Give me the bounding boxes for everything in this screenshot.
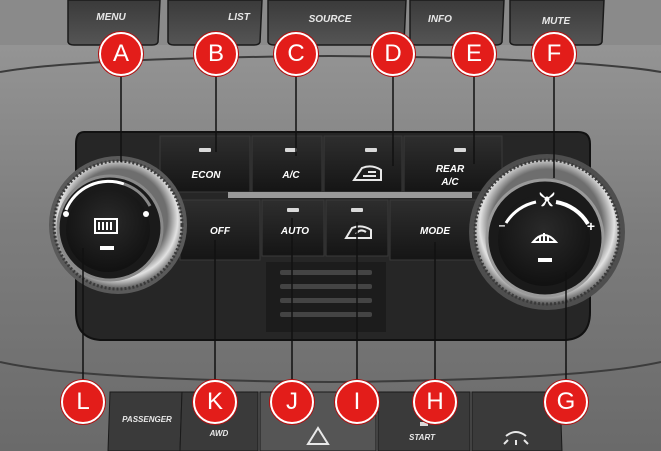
rear-ac-label-line2[interactable]: A/C	[441, 177, 459, 188]
callout-d: D	[371, 32, 415, 76]
menu-button	[67, 0, 161, 46]
fan-plus-symbol: +	[586, 218, 596, 234]
mode-button-label[interactable]: MODE	[420, 226, 450, 237]
callout-b: B	[194, 32, 238, 76]
ac-button-label[interactable]: A/C	[282, 170, 300, 181]
callout-e: E	[452, 32, 496, 76]
callout-i: I	[335, 380, 379, 424]
callout-a: A	[99, 32, 143, 76]
ac-button	[251, 135, 323, 193]
mode-button	[389, 199, 477, 261]
dome-light-icon	[503, 431, 529, 445]
rear-ac-label-line1[interactable]: REAR	[435, 164, 465, 175]
source-button-label[interactable]: SOURCE	[308, 14, 352, 25]
awd-button-label[interactable]: AWD	[209, 429, 229, 438]
callout-f: F	[532, 32, 576, 76]
front-defrost-icon	[352, 165, 382, 181]
vent-grille	[266, 262, 386, 332]
callout-leaders	[82, 74, 567, 384]
passenger-button-label[interactable]: PASSENGER	[122, 415, 172, 424]
passenger-button	[107, 391, 183, 451]
start-button-label[interactable]: START	[409, 433, 435, 442]
callout-l: L	[61, 380, 105, 424]
front-defrost-icon	[530, 233, 559, 243]
rear-defrost-icon	[94, 218, 118, 234]
auto-button-label[interactable]: AUTO	[280, 226, 310, 237]
econ-button	[159, 135, 251, 193]
callout-h: H	[413, 380, 457, 424]
callout-c: C	[274, 32, 318, 76]
fan-minus-symbol: –	[498, 218, 506, 232]
left-temperature-knob	[49, 156, 187, 294]
mute-button	[509, 0, 605, 46]
list-button-label[interactable]: LIST	[228, 12, 250, 23]
econ-button-label[interactable]: ECON	[191, 170, 221, 181]
mute-button-label[interactable]: MUTE	[541, 16, 571, 27]
callout-g: G	[544, 380, 588, 424]
off-button-label[interactable]: OFF	[210, 226, 230, 237]
menu-button-label[interactable]: MENU	[96, 12, 126, 23]
callout-k: K	[193, 380, 237, 424]
right-fan-knob	[469, 154, 625, 310]
hazard-icon	[306, 426, 330, 445]
dome-light-button	[471, 391, 563, 451]
list-button	[167, 0, 263, 46]
fan-icon	[539, 192, 555, 207]
callout-j: J	[270, 380, 314, 424]
front-defrost-button	[323, 135, 403, 193]
info-button-label[interactable]: INFO	[428, 14, 452, 25]
off-button	[179, 199, 261, 261]
